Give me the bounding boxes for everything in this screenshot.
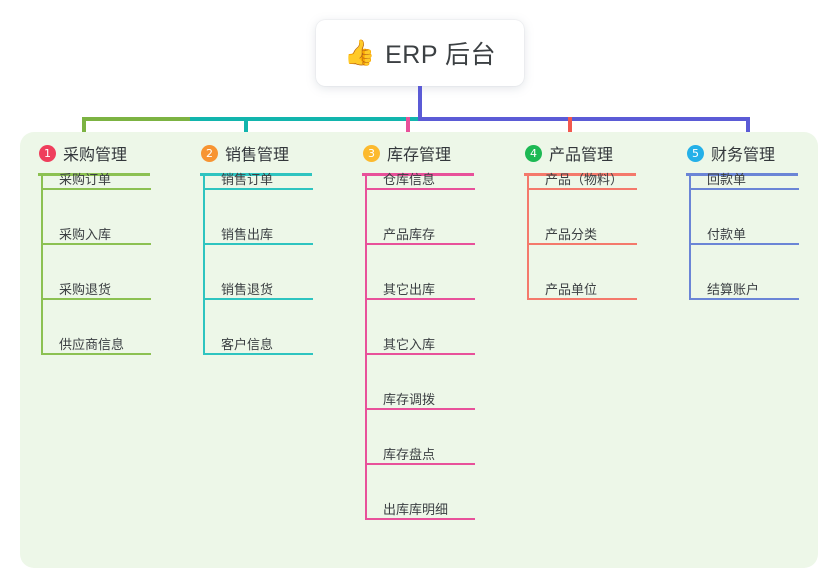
branch-item-label[interactable]: 销售出库 — [221, 227, 274, 242]
branch-item-label[interactable]: 出库库明细 — [383, 502, 449, 517]
branch-item-label[interactable]: 供应商信息 — [59, 337, 125, 352]
branch-header-underline — [38, 173, 150, 176]
branch-item-underline — [527, 298, 637, 300]
branch-column: 1 采购管理采购订单采购入库采购退货供应商信息 — [38, 132, 188, 355]
root-node-content: 👍 ERP 后台 — [344, 35, 496, 71]
branch-item-label[interactable]: 仓库信息 — [383, 172, 436, 187]
thumbs-up-icon: 👍 — [343, 38, 376, 67]
branch-item-underline — [41, 298, 151, 300]
branch-item-label[interactable]: 其它出库 — [383, 282, 436, 297]
branch-header-underline — [524, 173, 636, 176]
branch-item-label[interactable]: 产品库存 — [383, 227, 436, 242]
branch-item-label[interactable]: 库存盘点 — [383, 447, 436, 462]
branch-header[interactable]: 2 销售管理 — [200, 132, 350, 176]
branch-header-underline — [362, 173, 474, 176]
branch-item-underline — [689, 243, 799, 245]
branch-column: 2 销售管理销售订单销售出库销售退货客户信息 — [200, 132, 350, 355]
connector-bus-indigo — [418, 117, 750, 121]
branch-item-underline — [41, 243, 151, 245]
branch-title: 财务管理 — [711, 147, 776, 164]
branch-header[interactable]: 4 产品管理 — [524, 132, 674, 176]
branch-item-label[interactable]: 采购退货 — [59, 282, 112, 297]
branch-item-underline — [527, 188, 637, 190]
branch-item-label[interactable]: 库存调拨 — [383, 392, 436, 407]
branch-column: 3 库存管理仓库信息产品库存其它出库其它入库库存调拨库存盘点出库库明细 — [362, 132, 512, 520]
branch-column: 5 财务管理回款单付款单结算账户 — [686, 132, 836, 300]
branch-item-label[interactable]: 产品分类 — [545, 227, 598, 242]
branch-spine — [365, 176, 367, 520]
root-node-title: ERP 后台 — [385, 41, 497, 69]
branch-index-badge: 2 — [201, 144, 218, 162]
branch-spine — [41, 176, 43, 355]
root-node[interactable]: 👍 ERP 后台 — [316, 20, 524, 86]
branch-item-label[interactable]: 其它入库 — [383, 337, 436, 352]
branch-header[interactable]: 5 财务管理 — [686, 132, 836, 176]
branch-column: 4 产品管理产品（物料） 产品分类产品单位 — [524, 132, 674, 300]
branch-header-underline — [686, 173, 798, 176]
branches-panel: 1 采购管理采购订单采购入库采购退货供应商信息 2 销售管理销售订单销售出库销售退货客… — [20, 132, 818, 568]
branch-item-underline — [689, 188, 799, 190]
branch-spine — [527, 176, 529, 300]
branch-item-underline — [365, 353, 475, 355]
branch-item-label[interactable]: 采购订单 — [59, 172, 112, 187]
branch-item-underline — [203, 243, 313, 245]
branch-item-underline — [365, 463, 475, 465]
branch-index-badge: 4 — [525, 144, 542, 162]
branch-item-label[interactable]: 销售订单 — [221, 172, 274, 187]
branch-item-label[interactable]: 付款单 — [707, 227, 747, 242]
branch-item-underline — [365, 188, 475, 190]
branch-item-label[interactable]: 产品（物料） — [545, 172, 624, 187]
branch-item-label[interactable]: 回款单 — [707, 172, 747, 187]
branch-item-underline — [527, 243, 637, 245]
branch-item-underline — [203, 353, 313, 355]
branch-index-badge: 3 — [363, 144, 380, 162]
branch-header-underline — [200, 173, 312, 176]
branch-spine — [203, 176, 205, 355]
branch-item-label[interactable]: 客户信息 — [221, 337, 274, 352]
connector-bus-green — [82, 117, 190, 121]
branch-title: 采购管理 — [63, 147, 128, 164]
branch-item-label[interactable]: 结算账户 — [707, 282, 760, 297]
branch-item-label[interactable]: 采购入库 — [59, 227, 112, 242]
branch-item-underline — [41, 353, 151, 355]
branch-item-underline — [41, 188, 151, 190]
branch-item-underline — [365, 408, 475, 410]
branch-item-underline — [203, 298, 313, 300]
branch-item-label[interactable]: 销售退货 — [221, 282, 274, 297]
branch-item-underline — [689, 298, 799, 300]
branch-item-underline — [365, 518, 475, 520]
connector-root-stem — [418, 86, 422, 121]
branch-title: 产品管理 — [549, 147, 614, 164]
branch-item-label[interactable]: 产品单位 — [545, 282, 598, 297]
branch-index-badge: 1 — [39, 144, 56, 162]
connector-bus-teal — [190, 117, 420, 121]
branch-index-badge: 5 — [687, 144, 704, 162]
branch-title: 销售管理 — [225, 147, 290, 164]
branch-header[interactable]: 3 库存管理 — [362, 132, 512, 176]
branch-item-underline — [365, 298, 475, 300]
branch-item-underline — [203, 188, 313, 190]
branch-spine — [689, 176, 691, 300]
branch-title: 库存管理 — [387, 147, 452, 164]
branch-header[interactable]: 1 采购管理 — [38, 132, 188, 176]
branch-item-underline — [365, 243, 475, 245]
